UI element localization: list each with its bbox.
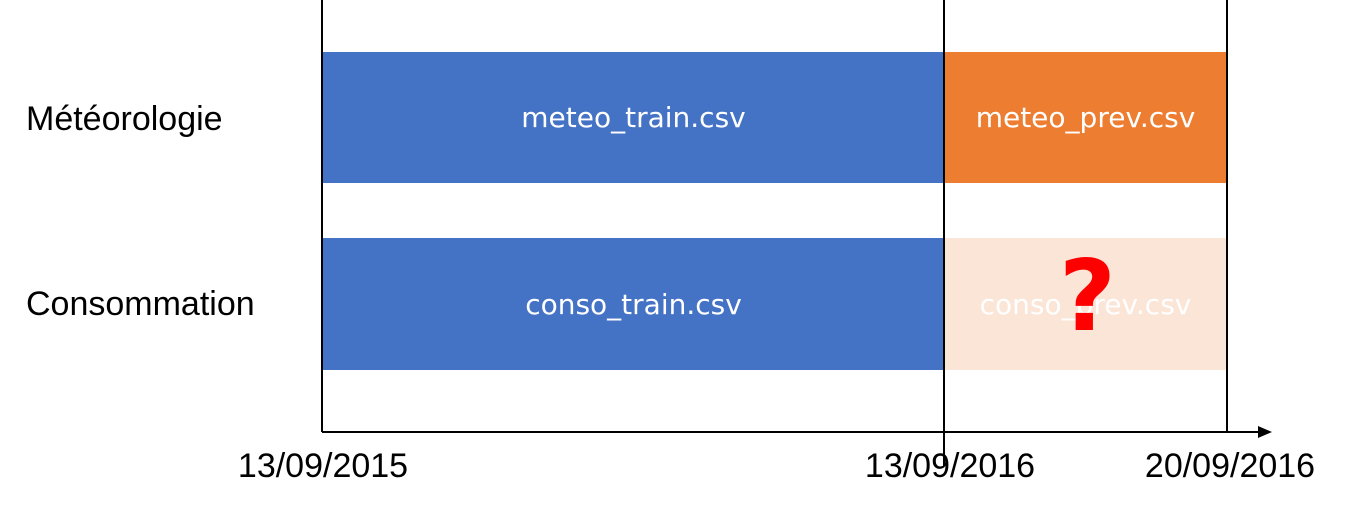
row-label-meteorologie: Météorologie xyxy=(26,100,223,138)
boundary-line-mid xyxy=(943,0,945,466)
date-label-start: 13/09/2015 xyxy=(237,447,409,485)
conso-train-block: conso_train.csv xyxy=(323,238,944,370)
boundary-line-end xyxy=(1226,0,1228,432)
conso-train-label: conso_train.csv xyxy=(525,287,742,321)
date-label-mid: 13/09/2016 xyxy=(864,447,1036,485)
meteo-train-label: meteo_train.csv xyxy=(521,101,746,134)
boundary-line-start xyxy=(321,0,323,432)
meteo-prev-label: meteo_prev.csv xyxy=(975,101,1196,134)
conso-prev-label: conso_prev.csv xyxy=(979,287,1192,321)
unknown-question-mark: ? xyxy=(1059,240,1116,354)
time-axis xyxy=(322,431,1258,433)
meteo-train-block: meteo_train.csv xyxy=(323,52,944,183)
meteo-prev-block: meteo_prev.csv xyxy=(944,52,1227,183)
conso-prev-block: conso_prev.csv xyxy=(944,238,1227,370)
row-label-consommation: Consommation xyxy=(26,285,255,323)
date-label-end: 20/09/2016 xyxy=(1144,447,1316,485)
time-axis-arrow-icon xyxy=(1258,426,1272,438)
